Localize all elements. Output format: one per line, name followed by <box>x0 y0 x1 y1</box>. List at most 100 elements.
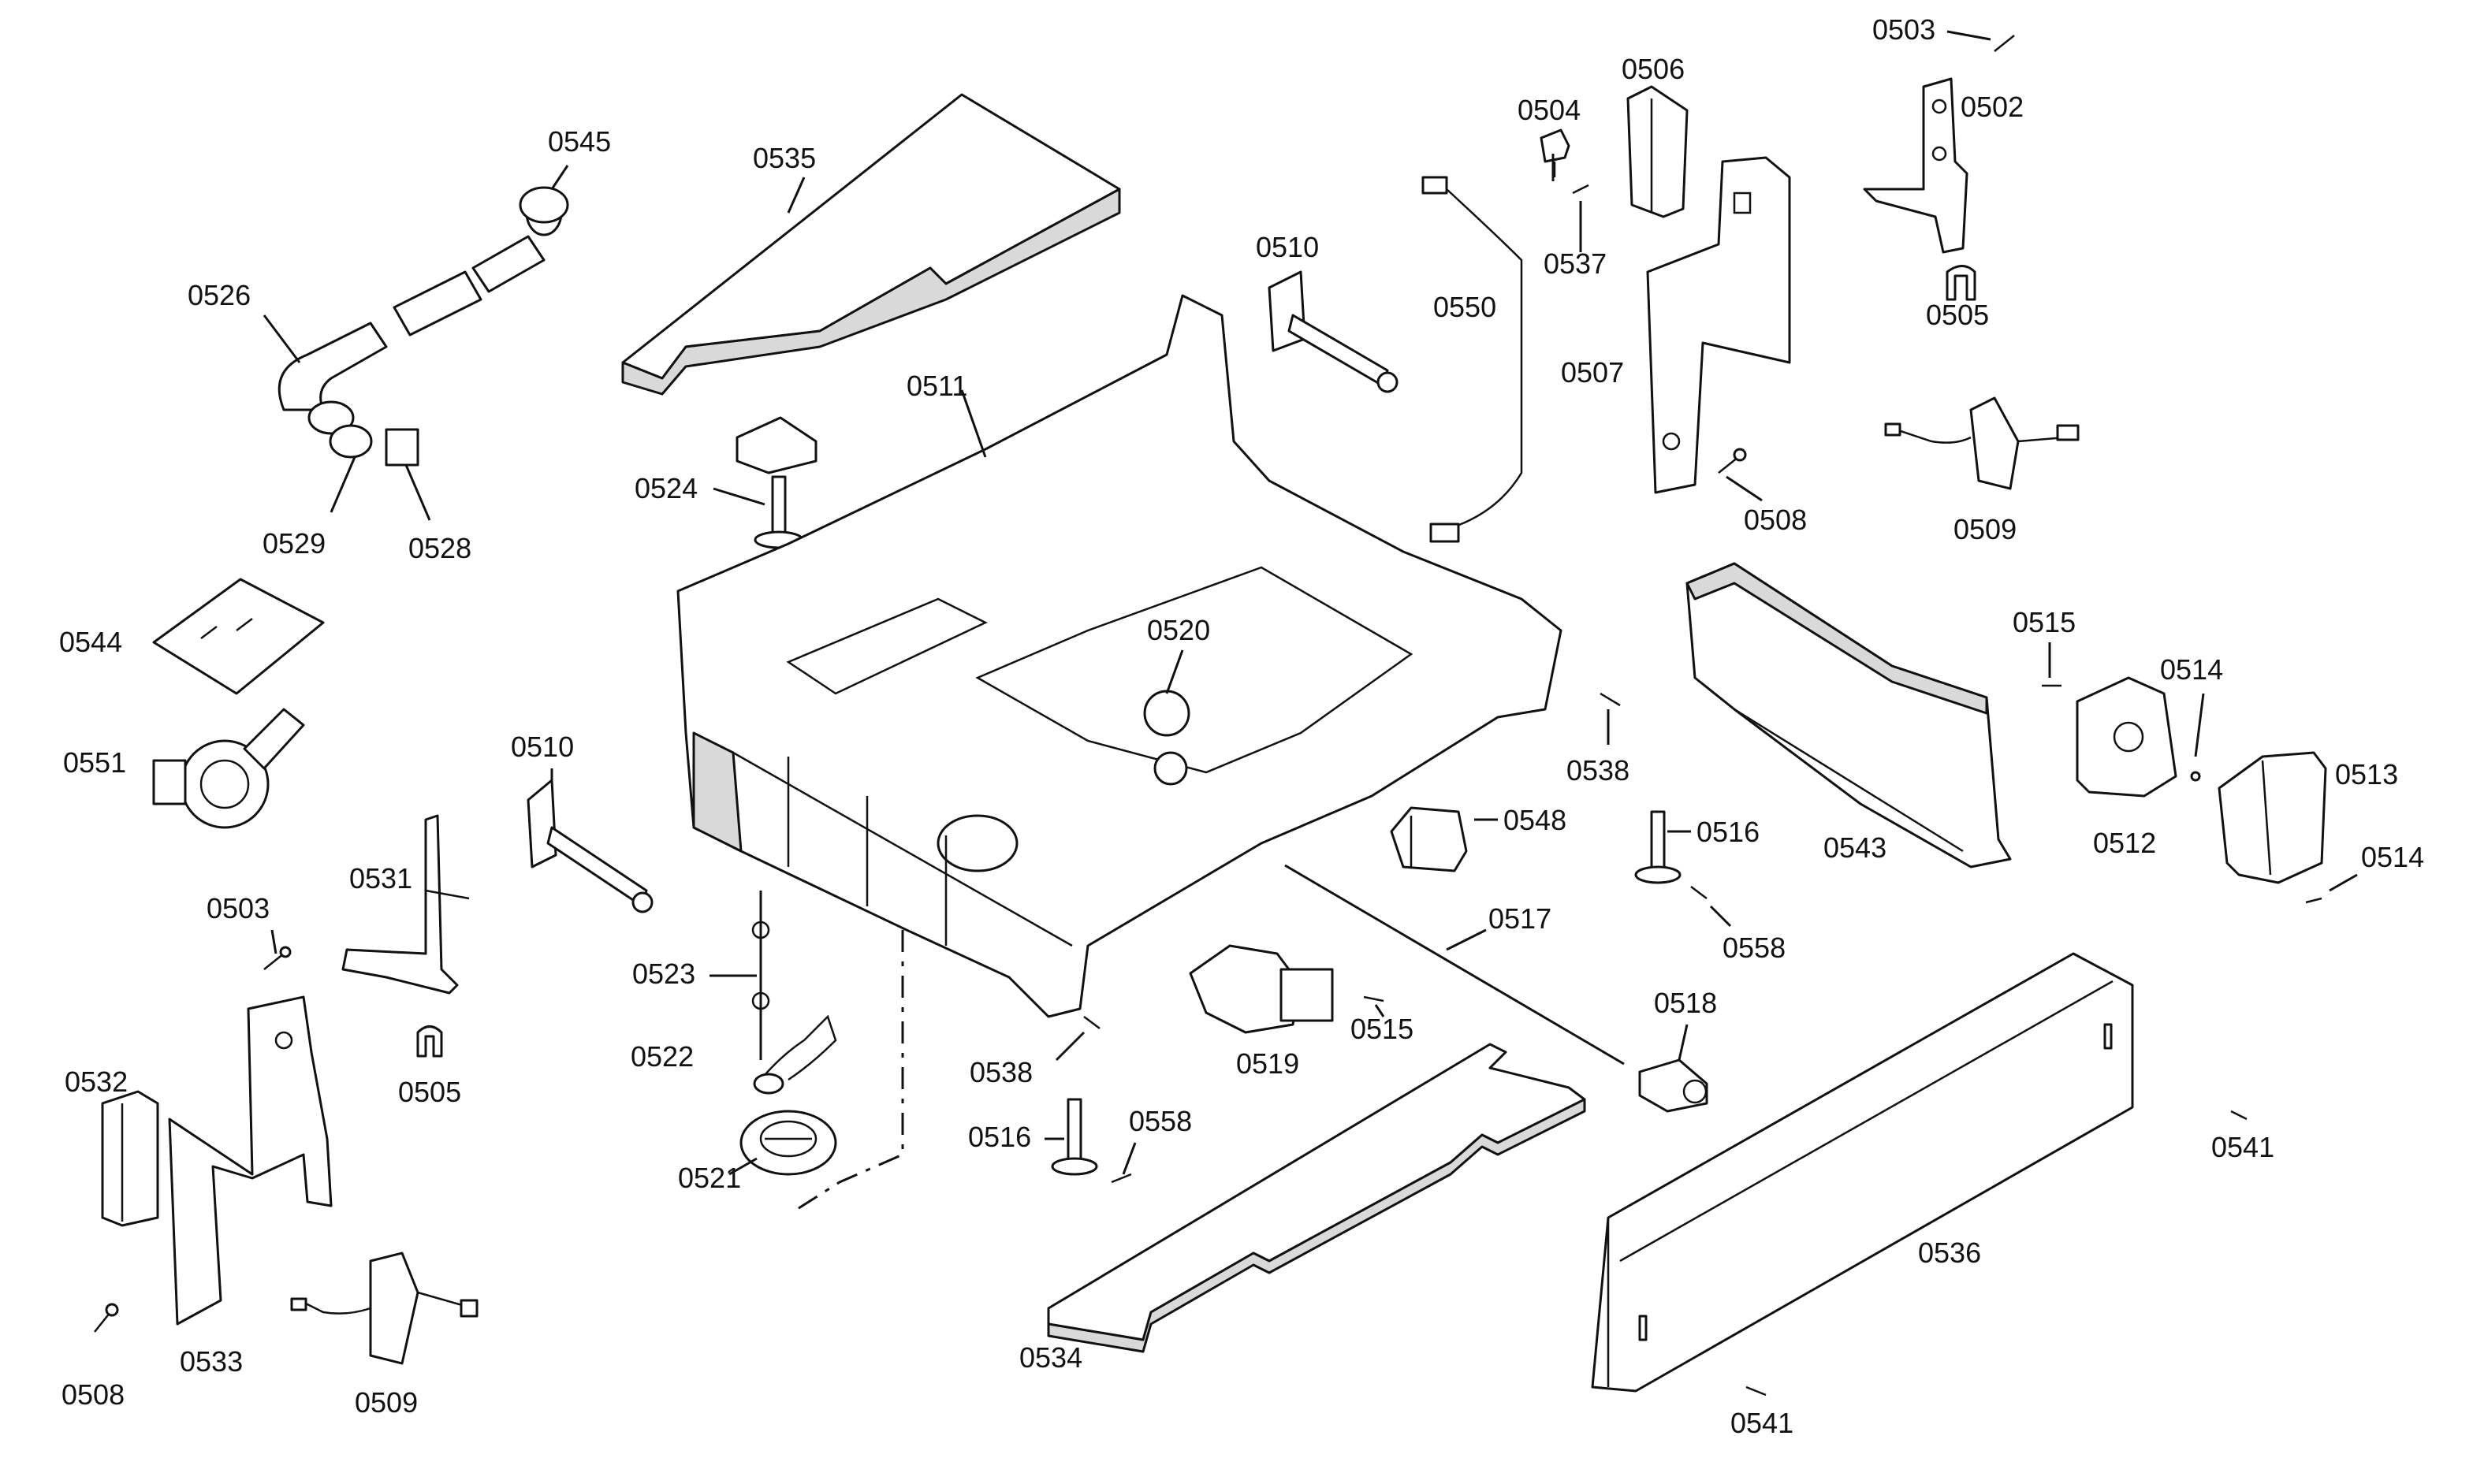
label-0520: 0520 <box>1147 614 1210 646</box>
label-0528: 0528 <box>408 532 471 564</box>
part-0503-screw-left <box>263 946 292 970</box>
label-0531: 0531 <box>349 862 412 894</box>
part-0508-screw-left <box>94 1303 119 1333</box>
part-0551-pump <box>152 708 305 829</box>
part-0513-cap <box>2218 751 2327 884</box>
label-0519: 0519 <box>1236 1047 1299 1080</box>
label-0508-right: 0508 <box>1744 504 1807 536</box>
part-0507-bracket <box>1646 156 1791 494</box>
part-0543-control-module <box>1685 562 2012 868</box>
label-0515-right: 0515 <box>2013 606 2076 638</box>
label-0515-mid: 0515 <box>1350 1013 1413 1045</box>
part-0550-wire <box>1421 176 1523 543</box>
label-0536: 0536 <box>1918 1237 1981 1269</box>
label-0514-top: 0514 <box>2160 653 2223 686</box>
part-0541-screw-bottom <box>1745 1385 1767 1397</box>
part-0521-impeller <box>739 1110 837 1176</box>
part-0538-screw-mid <box>1083 1016 1101 1029</box>
label-0544: 0544 <box>59 626 122 658</box>
part-0517-rod <box>1284 864 1625 1066</box>
label-0505-left: 0505 <box>398 1076 461 1108</box>
label-0517: 0517 <box>1488 902 1551 935</box>
part-0526-hose <box>277 189 563 435</box>
label-0513: 0513 <box>2335 758 2398 790</box>
part-0544-screw-bag <box>152 578 325 695</box>
label-0529: 0529 <box>263 527 326 560</box>
part-0545-clamp <box>519 186 569 224</box>
label-0511: 0511 <box>907 370 967 402</box>
part-0512-switch-housing <box>2076 676 2177 798</box>
label-0537: 0537 <box>1544 247 1607 280</box>
part-0516-foot-left <box>1051 1098 1098 1176</box>
label-0510-top: 0510 <box>1256 231 1319 263</box>
part-0514-screw-bottom <box>2305 897 2322 904</box>
label-0543: 0543 <box>1823 831 1886 864</box>
part-0536-kick-plate <box>1591 952 2134 1393</box>
label-0518: 0518 <box>1654 987 1717 1019</box>
label-0512: 0512 <box>2093 827 2156 859</box>
label-0508-left: 0508 <box>61 1378 125 1411</box>
part-0523-rod <box>751 891 770 1060</box>
label-0558-right: 0558 <box>1723 932 1786 964</box>
part-0508-screw-right <box>1718 448 1747 474</box>
part-0505-clip-left <box>416 1025 443 1058</box>
part-0537-screw <box>1572 184 1589 195</box>
part-0511-base-tub <box>676 294 1562 1018</box>
label-0516-right: 0516 <box>1696 816 1760 848</box>
label-0510-left: 0510 <box>511 731 574 763</box>
part-0518-knob <box>1638 1058 1708 1113</box>
part-0534-base-panel <box>1047 1043 1586 1353</box>
part-0504-sensor <box>1540 128 1570 177</box>
part-0509-actuator-right <box>1884 396 2080 490</box>
label-0523: 0523 <box>632 958 695 990</box>
label-0545: 0545 <box>548 125 611 158</box>
label-0505-right: 0505 <box>1926 299 1989 331</box>
assembly-centreline <box>795 930 904 1211</box>
part-0524-block <box>736 416 818 549</box>
label-0538-mid: 0538 <box>970 1056 1033 1088</box>
part-0519-valve <box>1189 944 1334 1034</box>
part-0529-clamp <box>329 424 373 459</box>
part-0541-screw-right <box>2230 1110 2248 1121</box>
label-0524: 0524 <box>635 472 698 504</box>
label-0526: 0526 <box>188 279 251 311</box>
part-0558-screw-right <box>1690 886 1708 899</box>
label-0541-bottom: 0541 <box>1730 1407 1793 1439</box>
label-0558-left: 0558 <box>1129 1105 1192 1137</box>
label-0509-right: 0509 <box>1953 513 2017 545</box>
label-0502: 0502 <box>1961 91 2024 123</box>
part-0516-foot-right <box>1634 810 1682 884</box>
part-0548-relay <box>1390 806 1468 872</box>
part-0558-screw-left <box>1111 1173 1132 1184</box>
label-0522: 0522 <box>631 1040 694 1073</box>
part-0510-spring-top <box>1268 270 1399 393</box>
label-0503-top: 0503 <box>1872 13 1935 46</box>
label-0533: 0533 <box>180 1345 243 1378</box>
part-0503-screw-top <box>1994 35 2015 52</box>
part-0535-cover-panel <box>621 93 1121 396</box>
label-0506: 0506 <box>1622 53 1685 85</box>
label-0509-left: 0509 <box>355 1386 418 1419</box>
label-0532: 0532 <box>65 1066 128 1098</box>
label-0535: 0535 <box>753 142 816 174</box>
part-0528-bracket <box>385 428 419 467</box>
part-0506-cover <box>1626 85 1689 218</box>
label-0504: 0504 <box>1518 94 1581 126</box>
part-0502-bracket <box>1863 77 1968 254</box>
label-0551: 0551 <box>63 746 126 779</box>
part-0514-screw-top <box>2190 771 2201 782</box>
part-0533-bracket <box>168 995 333 1326</box>
label-0514-bottom: 0514 <box>2361 841 2424 873</box>
part-0522-wire <box>753 1014 837 1095</box>
part-0538-screw-right <box>1600 692 1621 707</box>
label-0548: 0548 <box>1503 804 1566 836</box>
part-0532-cover <box>101 1090 159 1227</box>
part-0515-screw-mid <box>1363 995 1384 1002</box>
label-0541-right: 0541 <box>2211 1131 2274 1163</box>
label-0507: 0507 <box>1561 356 1624 389</box>
label-0534: 0534 <box>1019 1341 1082 1374</box>
part-0509-actuator-left <box>290 1252 479 1365</box>
part-0531-bracket <box>341 814 470 995</box>
label-0521: 0521 <box>678 1162 741 1194</box>
part-0510-spring-left <box>527 779 654 913</box>
